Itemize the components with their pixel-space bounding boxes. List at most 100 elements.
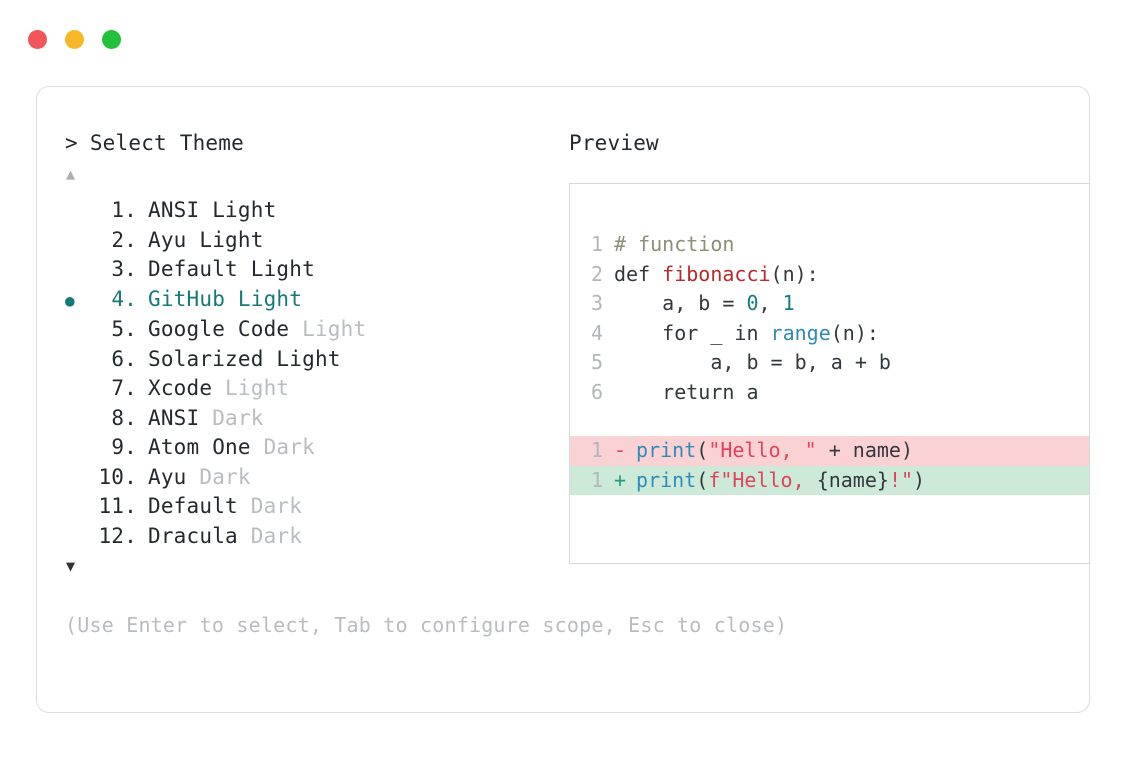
theme-item-number: 7. bbox=[111, 376, 137, 400]
theme-item-number: 4. bbox=[111, 286, 137, 311]
theme-item-name: Google Code bbox=[148, 317, 290, 341]
theme-item-name: GitHub bbox=[148, 286, 226, 311]
code-line: 2 def fibonacci(n): bbox=[570, 260, 1089, 290]
code-token-plain: {name} bbox=[816, 467, 889, 492]
theme-item-number: 1. bbox=[111, 198, 137, 222]
code-token-func: fibonacci bbox=[662, 261, 771, 286]
theme-item-number: 5. bbox=[111, 317, 137, 341]
selected-bullet-icon: ● bbox=[65, 290, 75, 310]
close-window-button[interactable] bbox=[28, 29, 47, 49]
theme-item-name: Default bbox=[148, 494, 238, 518]
maximize-window-button[interactable] bbox=[102, 29, 121, 49]
theme-list-item[interactable]: 1. ANSI Light bbox=[65, 196, 537, 226]
theme-selector-card: > Select Theme ▲ 1. ANSI Light 2. Ayu Light… bbox=[36, 86, 1090, 713]
theme-item-number: 9. bbox=[111, 435, 137, 459]
theme-item-variant: Light bbox=[199, 198, 277, 222]
prompt-row: > Select Theme bbox=[65, 129, 537, 157]
diff-line-number: 1 bbox=[590, 438, 603, 462]
code-token-string: f"Hello, bbox=[708, 467, 817, 492]
theme-item-number: 8. bbox=[111, 405, 137, 430]
theme-list-item[interactable]: 12. Dracula Dark bbox=[65, 522, 537, 552]
code-line-number: 6 bbox=[590, 379, 603, 404]
prompt-caret-icon: > bbox=[65, 131, 78, 155]
code-token-builtin: print bbox=[636, 467, 697, 492]
theme-list-item[interactable]: 11.Default Dark bbox=[65, 492, 537, 522]
theme-list-item[interactable]: 5. Google Code Light bbox=[65, 315, 537, 345]
code-line: 3 a, b = 0, 1 bbox=[570, 289, 1089, 319]
diff-sign-gap bbox=[624, 466, 636, 496]
code-token-comment: # function bbox=[614, 232, 735, 256]
diff-line-add: 1+ print(f"Hello, {name}!") bbox=[570, 465, 1089, 496]
code-token-string: !" bbox=[888, 467, 914, 492]
code-token-keyword: def bbox=[614, 261, 663, 286]
code-line-number: 2 bbox=[590, 261, 603, 286]
code-spacer bbox=[570, 407, 1089, 436]
theme-list-item[interactable]: 7.Xcode Light bbox=[65, 374, 537, 404]
theme-item-number: 2. bbox=[111, 227, 137, 252]
code-line: 5 a, b = b, a + b bbox=[570, 348, 1089, 378]
theme-item-variant: Dark bbox=[237, 523, 303, 548]
theme-item-variant: Dark bbox=[237, 494, 303, 518]
code-token-plain: return a bbox=[614, 379, 759, 404]
theme-item-number: 10. bbox=[98, 464, 137, 489]
theme-item-variant: Light bbox=[212, 376, 290, 400]
theme-item-number: 12. bbox=[98, 523, 137, 548]
code-token-plain: for _ in bbox=[614, 320, 771, 345]
code-token-plain: + name) bbox=[816, 438, 914, 462]
window-titlebar bbox=[0, 0, 1129, 78]
scroll-down-icon[interactable]: ▼ bbox=[66, 557, 76, 575]
theme-item-name: ANSI bbox=[148, 405, 200, 430]
theme-item-variant: Light bbox=[225, 286, 303, 311]
code-token-builtin: range bbox=[770, 320, 831, 345]
code-token-punc: ( bbox=[696, 438, 709, 462]
theme-item-name: Ayu bbox=[148, 227, 187, 252]
theme-item-number: 6. bbox=[111, 346, 137, 371]
code-line-number: 5 bbox=[590, 350, 603, 374]
theme-item-name: Ayu bbox=[148, 464, 187, 489]
code-token-num: 0 bbox=[746, 291, 759, 315]
theme-item-variant: Dark bbox=[186, 464, 251, 489]
code-line-number: 3 bbox=[590, 291, 603, 315]
theme-list-item[interactable]: 8.ANSI Dark bbox=[65, 404, 537, 434]
code-token-num: 1 bbox=[782, 291, 795, 315]
theme-item-name: Dracula bbox=[148, 523, 238, 548]
theme-list-item[interactable]: 3.Default Light bbox=[65, 255, 537, 285]
code-token-punc: ) bbox=[913, 467, 926, 492]
theme-item-variant: Light bbox=[289, 317, 367, 341]
theme-list-item[interactable]: 9.Atom One Dark bbox=[65, 433, 537, 463]
theme-item-variant: Light bbox=[237, 257, 315, 281]
minimize-window-button[interactable] bbox=[65, 29, 84, 49]
diff-sign-del: - bbox=[614, 438, 627, 462]
theme-list-item[interactable]: 6. Solarized Light bbox=[65, 345, 537, 375]
theme-item-variant: Light bbox=[186, 227, 264, 252]
diff-sign-add: + bbox=[614, 467, 627, 492]
scroll-up-icon[interactable]: ▲ bbox=[66, 165, 76, 183]
theme-item-variant: Light bbox=[263, 346, 341, 371]
code-token-plain: a, b = b, a + b bbox=[614, 350, 891, 374]
code-token-punc: (n): bbox=[830, 320, 879, 345]
theme-list-item[interactable]: 10. Ayu Dark bbox=[65, 463, 537, 493]
diff-block: 1- print("Hello, " + name)1+ print(f"Hel… bbox=[570, 436, 1089, 495]
code-line: 4 for _ in range(n): bbox=[570, 319, 1089, 349]
code-token-plain: a, b = bbox=[614, 291, 747, 315]
theme-list-item[interactable]: 2. Ayu Light bbox=[65, 226, 537, 256]
diff-sign-gap bbox=[624, 436, 636, 466]
preview-label: Preview bbox=[569, 131, 659, 155]
theme-item-name: Solarized bbox=[148, 346, 264, 371]
code-line: 1 # function bbox=[570, 230, 1089, 260]
theme-item-name: ANSI bbox=[148, 198, 200, 222]
theme-item-name: Default bbox=[148, 257, 238, 281]
code-token-builtin: print bbox=[636, 438, 697, 462]
code-line-number: 1 bbox=[590, 232, 603, 256]
card-body: > Select Theme ▲ 1. ANSI Light 2. Ayu Light… bbox=[37, 87, 1090, 712]
theme-item-variant: Dark bbox=[250, 435, 315, 459]
content-columns: > Select Theme ▲ 1. ANSI Light 2. Ayu Light… bbox=[65, 129, 1090, 576]
code-token-punc: (n): bbox=[770, 261, 819, 286]
theme-list-item[interactable]: ● 4. GitHub Light bbox=[65, 285, 537, 316]
code-token-plain: , bbox=[758, 291, 783, 315]
